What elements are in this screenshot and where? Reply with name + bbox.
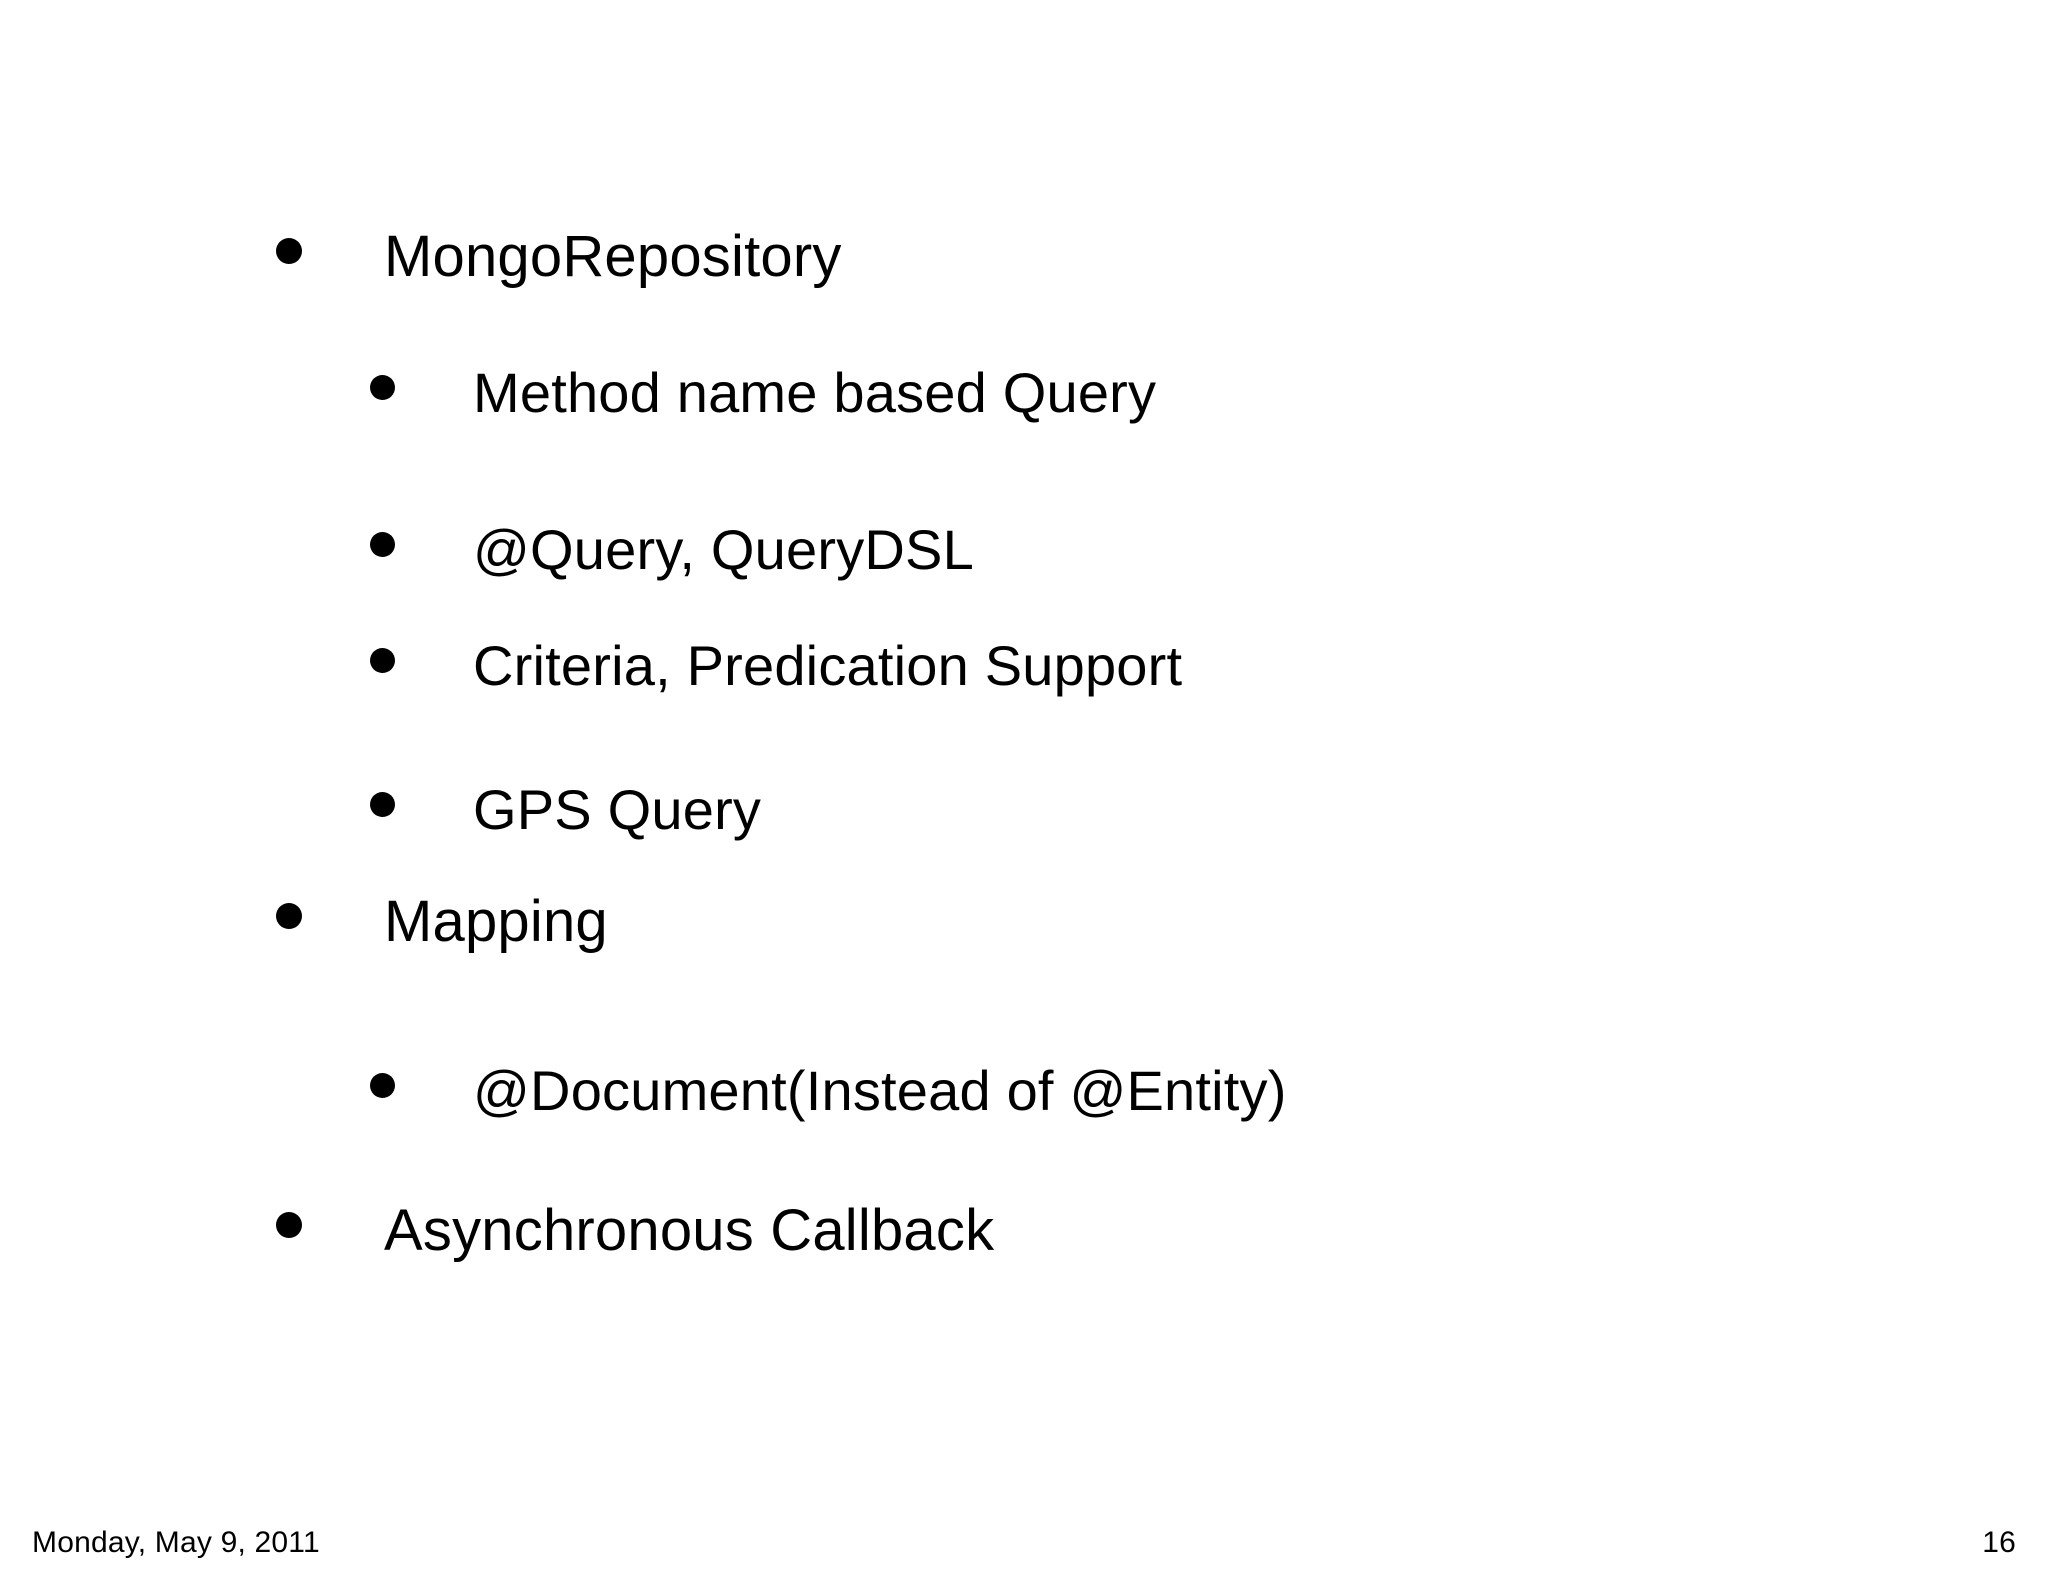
footer-date: Monday, May 9, 2011 [32, 1526, 320, 1559]
list-item: MongoRepository [276, 228, 842, 286]
slide-footer: Monday, May 9, 2011 16 [0, 1523, 2048, 1563]
list-item-label: @Query, QueryDSL [473, 518, 974, 581]
list-item-label: Criteria, Predication Support [473, 634, 1183, 697]
list-item: Asynchronous Callback [276, 1202, 994, 1260]
footer-page-number: 16 [1982, 1526, 2016, 1559]
bullet-dot-icon [370, 1073, 395, 1098]
bullet-dot-icon [276, 238, 302, 264]
list-item: @Document(Instead of @Entity) [370, 1063, 1287, 1119]
list-item: @Query, QueryDSL [370, 522, 974, 578]
list-item-label: @Document(Instead of @Entity) [473, 1059, 1287, 1122]
list-item: Method name based Query [370, 365, 1156, 421]
bullet-dot-icon [370, 792, 395, 817]
list-item-label: Asynchronous Callback [384, 1198, 995, 1263]
bullet-dot-icon [276, 1212, 302, 1238]
list-item: Criteria, Predication Support [370, 638, 1182, 694]
bullet-dot-icon [370, 532, 395, 557]
list-item: Mapping [276, 893, 608, 951]
list-item-label: MongoRepository [384, 224, 842, 289]
bullet-dot-icon [370, 375, 395, 400]
list-item: GPS Query [370, 782, 761, 838]
bullet-dot-icon [276, 903, 302, 929]
list-item-label: Method name based Query [473, 361, 1157, 424]
bullet-dot-icon [370, 648, 395, 673]
list-item-label: Mapping [384, 889, 608, 954]
list-item-label: GPS Query [473, 778, 762, 841]
